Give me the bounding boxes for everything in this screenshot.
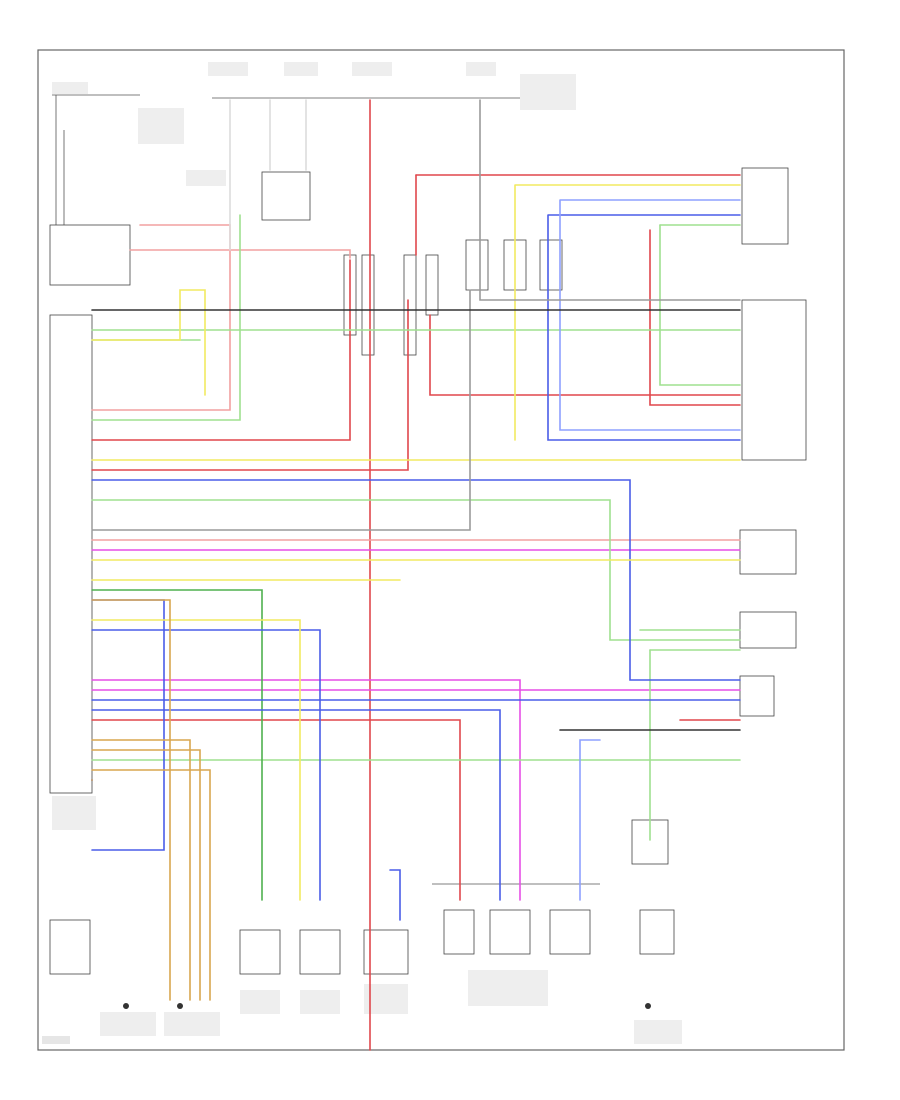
ecm-body — [49, 314, 93, 794]
wire-blue-30 — [91, 599, 165, 851]
bottom-label-7 — [634, 1020, 682, 1044]
engine-controls-block — [741, 167, 789, 245]
wire-red-7 — [649, 229, 741, 406]
wire-red-6 — [429, 314, 741, 396]
wire-yellow-41 — [91, 289, 206, 396]
wire-blue-29 — [91, 629, 321, 901]
bottom-label-1 — [240, 990, 280, 1014]
bottom-comp-2 — [299, 929, 341, 975]
ecm-block — [49, 314, 96, 975]
bottom-label-6 — [164, 1012, 220, 1036]
bottom-components — [100, 883, 682, 1044]
ground-layer — [123, 1003, 651, 1009]
diagram-frame — [37, 49, 845, 1051]
sensor-box-3 — [739, 611, 797, 649]
wire-ltblue-35 — [579, 739, 601, 901]
ground-icon-3 — [645, 1003, 651, 1009]
power-label-1 — [208, 62, 248, 76]
power-label-5 — [520, 74, 576, 110]
wire-red-8 — [91, 719, 461, 901]
footer-code-box — [42, 1036, 70, 1044]
side-label-b — [186, 170, 226, 186]
wire-yellow-39 — [91, 619, 301, 901]
side-label-a — [138, 108, 184, 144]
sensor-box-2 — [739, 529, 797, 575]
wire-blue-27 — [91, 479, 741, 681]
ecm-label — [52, 796, 96, 830]
ignition-region — [49, 82, 311, 286]
wire-tan-44 — [91, 599, 171, 1001]
wire-blue-33 — [389, 869, 401, 921]
brake-switch-box — [261, 171, 311, 221]
wire-pink-12 — [129, 249, 351, 259]
bottom-comp-4 — [443, 909, 475, 955]
wire-green-21 — [659, 224, 741, 386]
bottom-comp-3 — [363, 929, 409, 975]
right-components — [631, 167, 807, 955]
wire-red-2 — [91, 299, 409, 471]
ground-icon-1 — [123, 1003, 129, 1009]
wire-tan-45 — [91, 749, 201, 1001]
throttle-sensor-box — [741, 299, 807, 461]
bottom-comp-1 — [239, 929, 281, 975]
bottom-label-4 — [468, 970, 548, 1006]
power-label-4 — [466, 62, 496, 76]
bottom-comp-5 — [489, 909, 531, 955]
wire-pink-10 — [91, 224, 231, 411]
wire-ltblue-34 — [559, 199, 741, 431]
wire-green-18 — [91, 499, 741, 641]
wire-gray-48 — [91, 289, 471, 531]
wire-tan-42 — [91, 769, 211, 1001]
ignition-switch-box — [49, 224, 131, 286]
bottom-label-5 — [100, 1012, 156, 1036]
wire-magenta-13 — [91, 679, 521, 901]
top-left-label — [52, 82, 88, 94]
wire-yellow-37 — [514, 184, 741, 441]
wire-blue-31 — [547, 214, 741, 441]
power-label-3 — [352, 62, 392, 76]
wire-dkgreen-26 — [91, 589, 263, 901]
wire-tan-43 — [91, 739, 191, 1001]
bottom-right-sensor — [639, 909, 675, 955]
wire-green-25 — [91, 214, 241, 421]
ground-icon-2 — [177, 1003, 183, 1009]
power-label-2 — [284, 62, 318, 76]
wire-red-1 — [91, 259, 351, 441]
bottom-label-2 — [300, 990, 340, 1014]
power-feed-group — [208, 62, 576, 110]
ecm-lower-box — [49, 919, 91, 975]
sensor-box-4 — [739, 675, 775, 717]
wire-blue-32 — [91, 709, 501, 901]
bottom-label-3 — [364, 984, 408, 1014]
wire-layer — [91, 99, 741, 1051]
bottom-comp-6 — [549, 909, 591, 955]
wire-gray-47 — [479, 99, 741, 301]
central-connectors — [343, 239, 563, 356]
